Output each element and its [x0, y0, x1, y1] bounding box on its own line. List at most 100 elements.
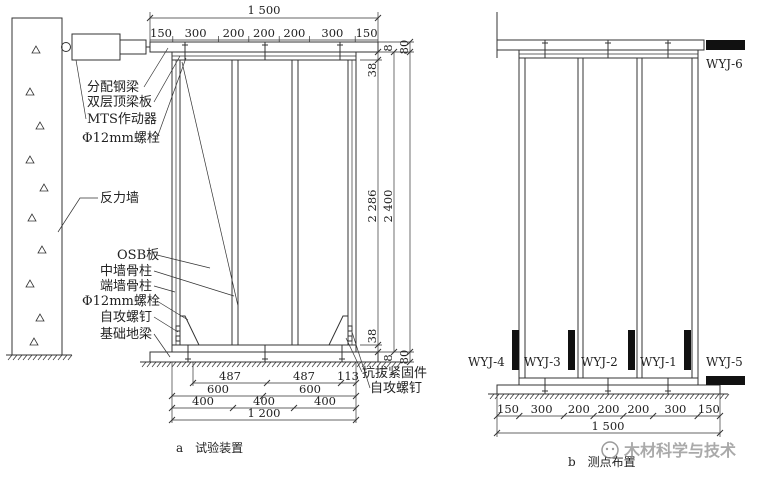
hatch-mark	[296, 361, 302, 368]
panel-b-dimension-lines-part	[493, 429, 501, 437]
label-hold-down: 抗拔紧固件	[362, 366, 427, 381]
hatch-mark	[634, 393, 640, 400]
callout-leader-lines-part	[143, 47, 169, 88]
half-width-dimension: 600	[207, 382, 229, 396]
hold-down-left-part	[179, 315, 200, 346]
concrete-aggregate-mark	[37, 245, 47, 254]
label-bolt-bottom: Φ12mm螺栓	[82, 294, 160, 309]
concrete-aggregate-mark	[31, 45, 41, 54]
hatch-mark	[151, 361, 157, 368]
label-double-top-plate: 双层顶梁板	[87, 95, 152, 110]
bottom-dimension-lines-part	[352, 416, 360, 424]
beam-top-dimension: 80	[397, 40, 411, 55]
hatch-mark	[266, 361, 272, 368]
hatch-mark	[694, 393, 700, 400]
hatch-mark	[176, 361, 182, 368]
label-self-tapping-screw-right: 自攻螺钉	[370, 381, 422, 396]
foundation-beam	[149, 351, 379, 363]
top-dimension-lines-part	[374, 14, 382, 22]
hatch-mark	[579, 393, 585, 400]
label-end-stud: 端墙骨柱	[100, 279, 152, 294]
callout-leader-lines-part	[153, 270, 235, 297]
wall-width-dimension: 1 200	[248, 406, 281, 420]
top-dimension-segment: 300	[185, 26, 207, 40]
concrete-aggregate-mark	[25, 155, 35, 164]
panel-b-dimension-segment: 200	[627, 402, 649, 416]
panel-b-dimension-segment: 150	[497, 402, 519, 416]
hatch-mark	[146, 361, 152, 368]
hatch-mark	[559, 393, 565, 400]
callout-leader-lines-part	[156, 57, 187, 139]
top-total-dimension: 1 500	[248, 3, 281, 17]
sensor-wyj-2	[628, 330, 635, 370]
watermark-chat-icon-dot	[611, 447, 615, 451]
hatch-mark	[276, 361, 282, 368]
hatch-mark	[27, 354, 33, 361]
reaction-wall	[6, 17, 73, 361]
label-distribution-beam: 分配钢梁	[87, 80, 139, 95]
hatch-mark	[684, 393, 690, 400]
hold-down-right-part	[328, 315, 349, 346]
callout-leader-lines-part	[153, 333, 171, 358]
hold-down-left-part	[175, 325, 181, 332]
hatch-mark	[499, 393, 505, 400]
right-dimension-lines-part	[406, 48, 414, 56]
hatch-mark	[226, 361, 232, 368]
anchor-bolts	[542, 40, 671, 394]
hatch-mark	[719, 393, 725, 400]
watermark-text: 木材科学与技术	[623, 441, 736, 460]
hatch-mark	[659, 393, 665, 400]
hatch-mark	[704, 393, 710, 400]
panel-b-dimension-lines-part	[694, 412, 702, 420]
hatch-mark	[211, 361, 217, 368]
hatch-mark	[141, 361, 147, 368]
callout-leader-lines-part	[57, 197, 98, 233]
hatch-mark	[301, 361, 307, 368]
hatch-mark	[569, 393, 575, 400]
actuator-hinge	[61, 42, 71, 52]
hatch-mark	[57, 354, 63, 361]
right-dimension-lines-part	[374, 48, 382, 56]
hatch-mark	[529, 393, 535, 400]
hatch-mark	[12, 354, 18, 361]
hatch-mark	[584, 393, 590, 400]
hatch-mark	[381, 361, 387, 368]
sensor-label-wyj-3: WYJ-3	[524, 355, 561, 369]
label-self-tapping-screw: 自攻螺钉	[100, 310, 152, 325]
hatch-mark	[376, 361, 382, 368]
hatch-mark	[396, 361, 402, 368]
bolt-spacing-dimension: 113	[337, 369, 359, 383]
hatch-mark	[231, 361, 237, 368]
panel-b-dimension-lines-part	[649, 412, 657, 420]
sensor-label-wyj-1: WYJ-1	[640, 355, 677, 369]
concrete-aggregate-mark	[25, 279, 35, 288]
panel-b-dimension-lines-part	[560, 412, 568, 420]
callout-leader-lines-part	[75, 59, 87, 120]
bolt-spacing-dimension: 487	[219, 369, 241, 383]
actuator-rod	[119, 39, 147, 55]
hatch-mark	[689, 393, 695, 400]
callout-leader-lines-part	[153, 316, 179, 333]
right-dimension-lines-part	[406, 38, 414, 46]
hatch-mark	[679, 393, 685, 400]
beam-bottom-dimension: 80	[397, 350, 411, 365]
hatch-mark	[524, 393, 530, 400]
hatch-mark	[256, 361, 262, 368]
callout-leader-lines-part	[345, 337, 363, 373]
hatch-mark	[291, 361, 297, 368]
reaction-wall-concrete-marks	[25, 45, 49, 346]
watermark: 木材科学与技术	[601, 441, 736, 460]
hatch-mark	[624, 393, 630, 400]
hatch-mark	[236, 361, 242, 368]
hatch-mark	[614, 393, 620, 400]
half-width-dimension: 600	[299, 382, 321, 396]
hatch-mark	[519, 393, 525, 400]
mts-actuator	[61, 33, 150, 61]
panel-b-wall-frame	[488, 12, 730, 400]
top-dimension-segment: 200	[253, 26, 275, 40]
hatch-mark	[346, 361, 352, 368]
panel-b-dimension-lines-part	[716, 429, 724, 437]
panel-b-dimension-lines-part	[493, 412, 501, 420]
bottom-dimension-lines-part	[352, 392, 360, 400]
